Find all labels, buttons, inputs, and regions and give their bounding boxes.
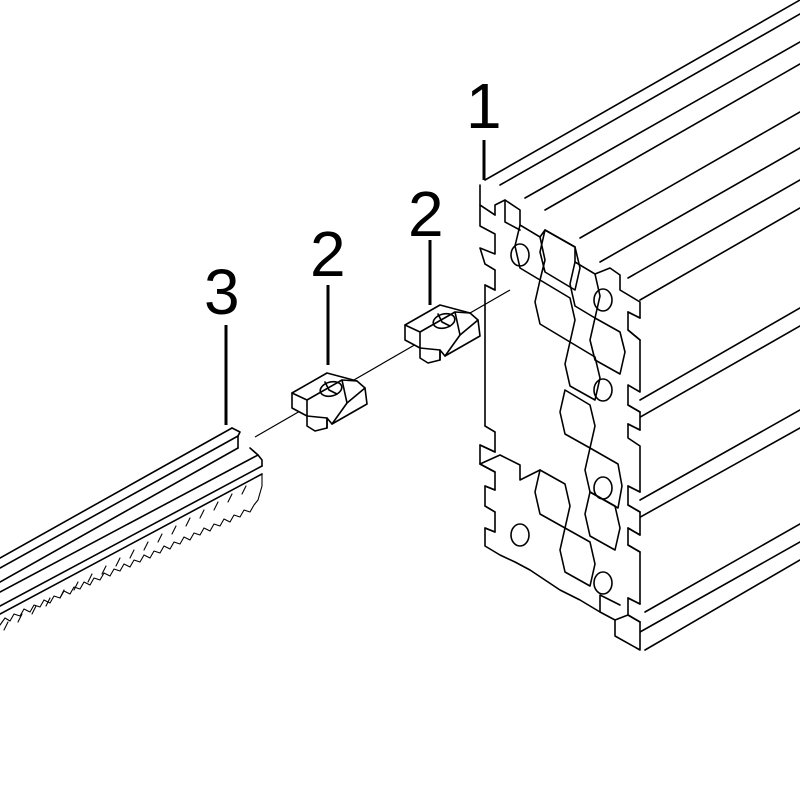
callout-3-label: 3: [204, 256, 240, 328]
t-slot-nut-right: [404, 304, 481, 364]
callout-2-right-label: 2: [408, 178, 444, 250]
t-slot-nut-left: [291, 372, 368, 432]
callout-1-label: 1: [466, 70, 502, 142]
toothed-rack: [0, 427, 263, 631]
aluminium-profile: [479, 0, 800, 651]
assembly-axis: [254, 289, 511, 438]
callout-2-left-label: 2: [310, 218, 346, 290]
